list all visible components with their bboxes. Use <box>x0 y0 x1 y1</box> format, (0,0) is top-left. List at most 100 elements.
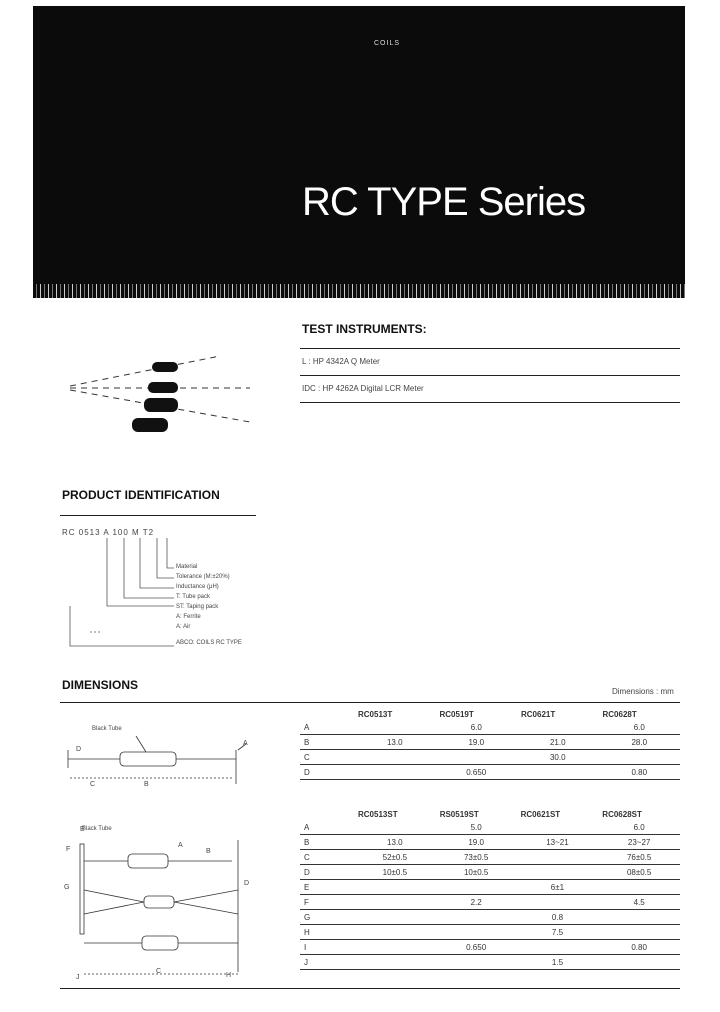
table-cell <box>516 939 599 955</box>
instrument-line-2: IDC : HP 4262A Digital LCR Meter <box>302 384 424 393</box>
table-cell <box>354 764 436 780</box>
table-cell: 0.80 <box>598 939 680 955</box>
table-row: A 5.0 6.0 <box>300 820 680 835</box>
row-label: A <box>300 820 354 835</box>
legend-item: Inductance (μH) <box>176 584 219 590</box>
table-cell <box>354 879 436 895</box>
table-cell <box>354 720 436 735</box>
diagram-2-label-b: B <box>206 848 211 855</box>
row-label: A <box>300 720 354 735</box>
table-row: G 0.8 <box>300 909 680 925</box>
diagram-1-label-c: C <box>90 781 96 788</box>
product-identification-heading: PRODUCT IDENTIFICATION <box>62 488 220 502</box>
table-cell: 5.0 <box>435 820 517 835</box>
row-label: B <box>300 734 354 750</box>
row-label: H <box>300 924 354 940</box>
rule <box>300 375 680 376</box>
table-cell <box>516 864 599 880</box>
row-label: G <box>300 909 354 925</box>
dimension-diagram-1 <box>67 735 247 784</box>
row-label: D <box>300 764 354 780</box>
table-cell <box>354 749 436 765</box>
row-label: D <box>300 864 354 880</box>
table-cell: 0.650 <box>435 764 517 780</box>
table-header-cell: RC0621T <box>521 709 556 719</box>
table-cell: 73±0.5 <box>435 849 517 865</box>
table-cell <box>517 764 599 780</box>
table-cell: 13.0 <box>354 734 436 750</box>
table-cell <box>435 924 517 940</box>
table-header-row: RC0513ST RS0519ST RC0621ST RC0628ST <box>300 808 680 820</box>
table-cell: 19.0 <box>435 734 517 750</box>
table-cell: 28.0 <box>598 734 680 750</box>
header-banner <box>33 6 685 298</box>
table-cell <box>516 849 599 865</box>
table-cell: 13~21 <box>516 834 599 850</box>
table-cell: 6.0 <box>435 720 517 735</box>
table-cell <box>435 879 517 895</box>
table-cell: 10±0.5 <box>354 864 436 880</box>
table-header-cell: RC0628ST <box>602 809 642 819</box>
legend-item: T: Tube pack <box>176 594 211 600</box>
table-header-cell: RC0519T <box>439 709 474 719</box>
unit-note: Dimensions : mm <box>612 687 674 696</box>
diagram-1-label-b: B <box>144 781 149 788</box>
table-cell: 76±0.5 <box>598 849 680 865</box>
diagram-2-label-j: J <box>76 974 80 981</box>
table-cell: 13.0 <box>354 834 436 850</box>
table-cell: 0.8 <box>516 909 599 925</box>
dimension-diagram-2 <box>79 840 239 975</box>
row-label: C <box>300 849 354 865</box>
row-label: I <box>300 939 354 955</box>
table-cell: 30.0 <box>517 749 599 765</box>
table-header-cell <box>300 808 354 820</box>
coils-photo <box>69 355 251 432</box>
table-cell <box>598 954 680 970</box>
table-row: C 30.0 <box>300 749 680 765</box>
table-cell <box>598 909 680 925</box>
rule <box>60 702 680 703</box>
bottom-rule <box>60 988 680 989</box>
banner-noise-edge <box>33 284 685 298</box>
table-cell: 21.0 <box>517 734 599 750</box>
rule <box>300 402 680 403</box>
diagram-1-label-d: D <box>76 746 82 753</box>
row-label: F <box>300 894 354 910</box>
table-cell: 6±1 <box>516 879 599 895</box>
table-cell <box>435 909 517 925</box>
rule <box>60 515 256 516</box>
category-label: COILS <box>374 40 401 47</box>
table-cell: 6.0 <box>598 820 680 835</box>
table-cell <box>598 924 680 940</box>
table-cell: 6.0 <box>598 720 680 735</box>
dimensions-table-taping: RC0513ST RS0519ST RC0621ST RC0628ST A 5.0… <box>300 808 680 970</box>
table-cell <box>598 749 680 765</box>
row-label: C <box>300 749 354 765</box>
table-header-cell: RC0513T <box>358 709 393 719</box>
diagram-2-label-e: E <box>80 826 85 833</box>
table-cell <box>354 924 436 940</box>
table-cell: 23~27 <box>598 834 680 850</box>
table-cell <box>354 820 436 835</box>
table-cell <box>354 894 436 910</box>
table-header-cell: RS0519ST <box>439 809 479 819</box>
table-cell <box>598 879 680 895</box>
dimensions-heading: DIMENSIONS <box>62 678 139 692</box>
table-cell: 52±0.5 <box>354 849 436 865</box>
diagram-2-label-g: G <box>64 884 70 891</box>
row-label: E <box>300 879 354 895</box>
table-cell <box>516 894 599 910</box>
legend-item: ST: Taping pack <box>176 604 219 610</box>
diagram-1-label-a: A <box>243 740 248 747</box>
table-cell <box>354 909 436 925</box>
legend-item: A: Air <box>176 624 191 630</box>
table-cell <box>516 820 599 835</box>
table-cell <box>517 720 599 735</box>
diagram-2-tube-label: Black Tube <box>82 826 112 832</box>
diagram-2-label-d: D <box>244 880 250 887</box>
